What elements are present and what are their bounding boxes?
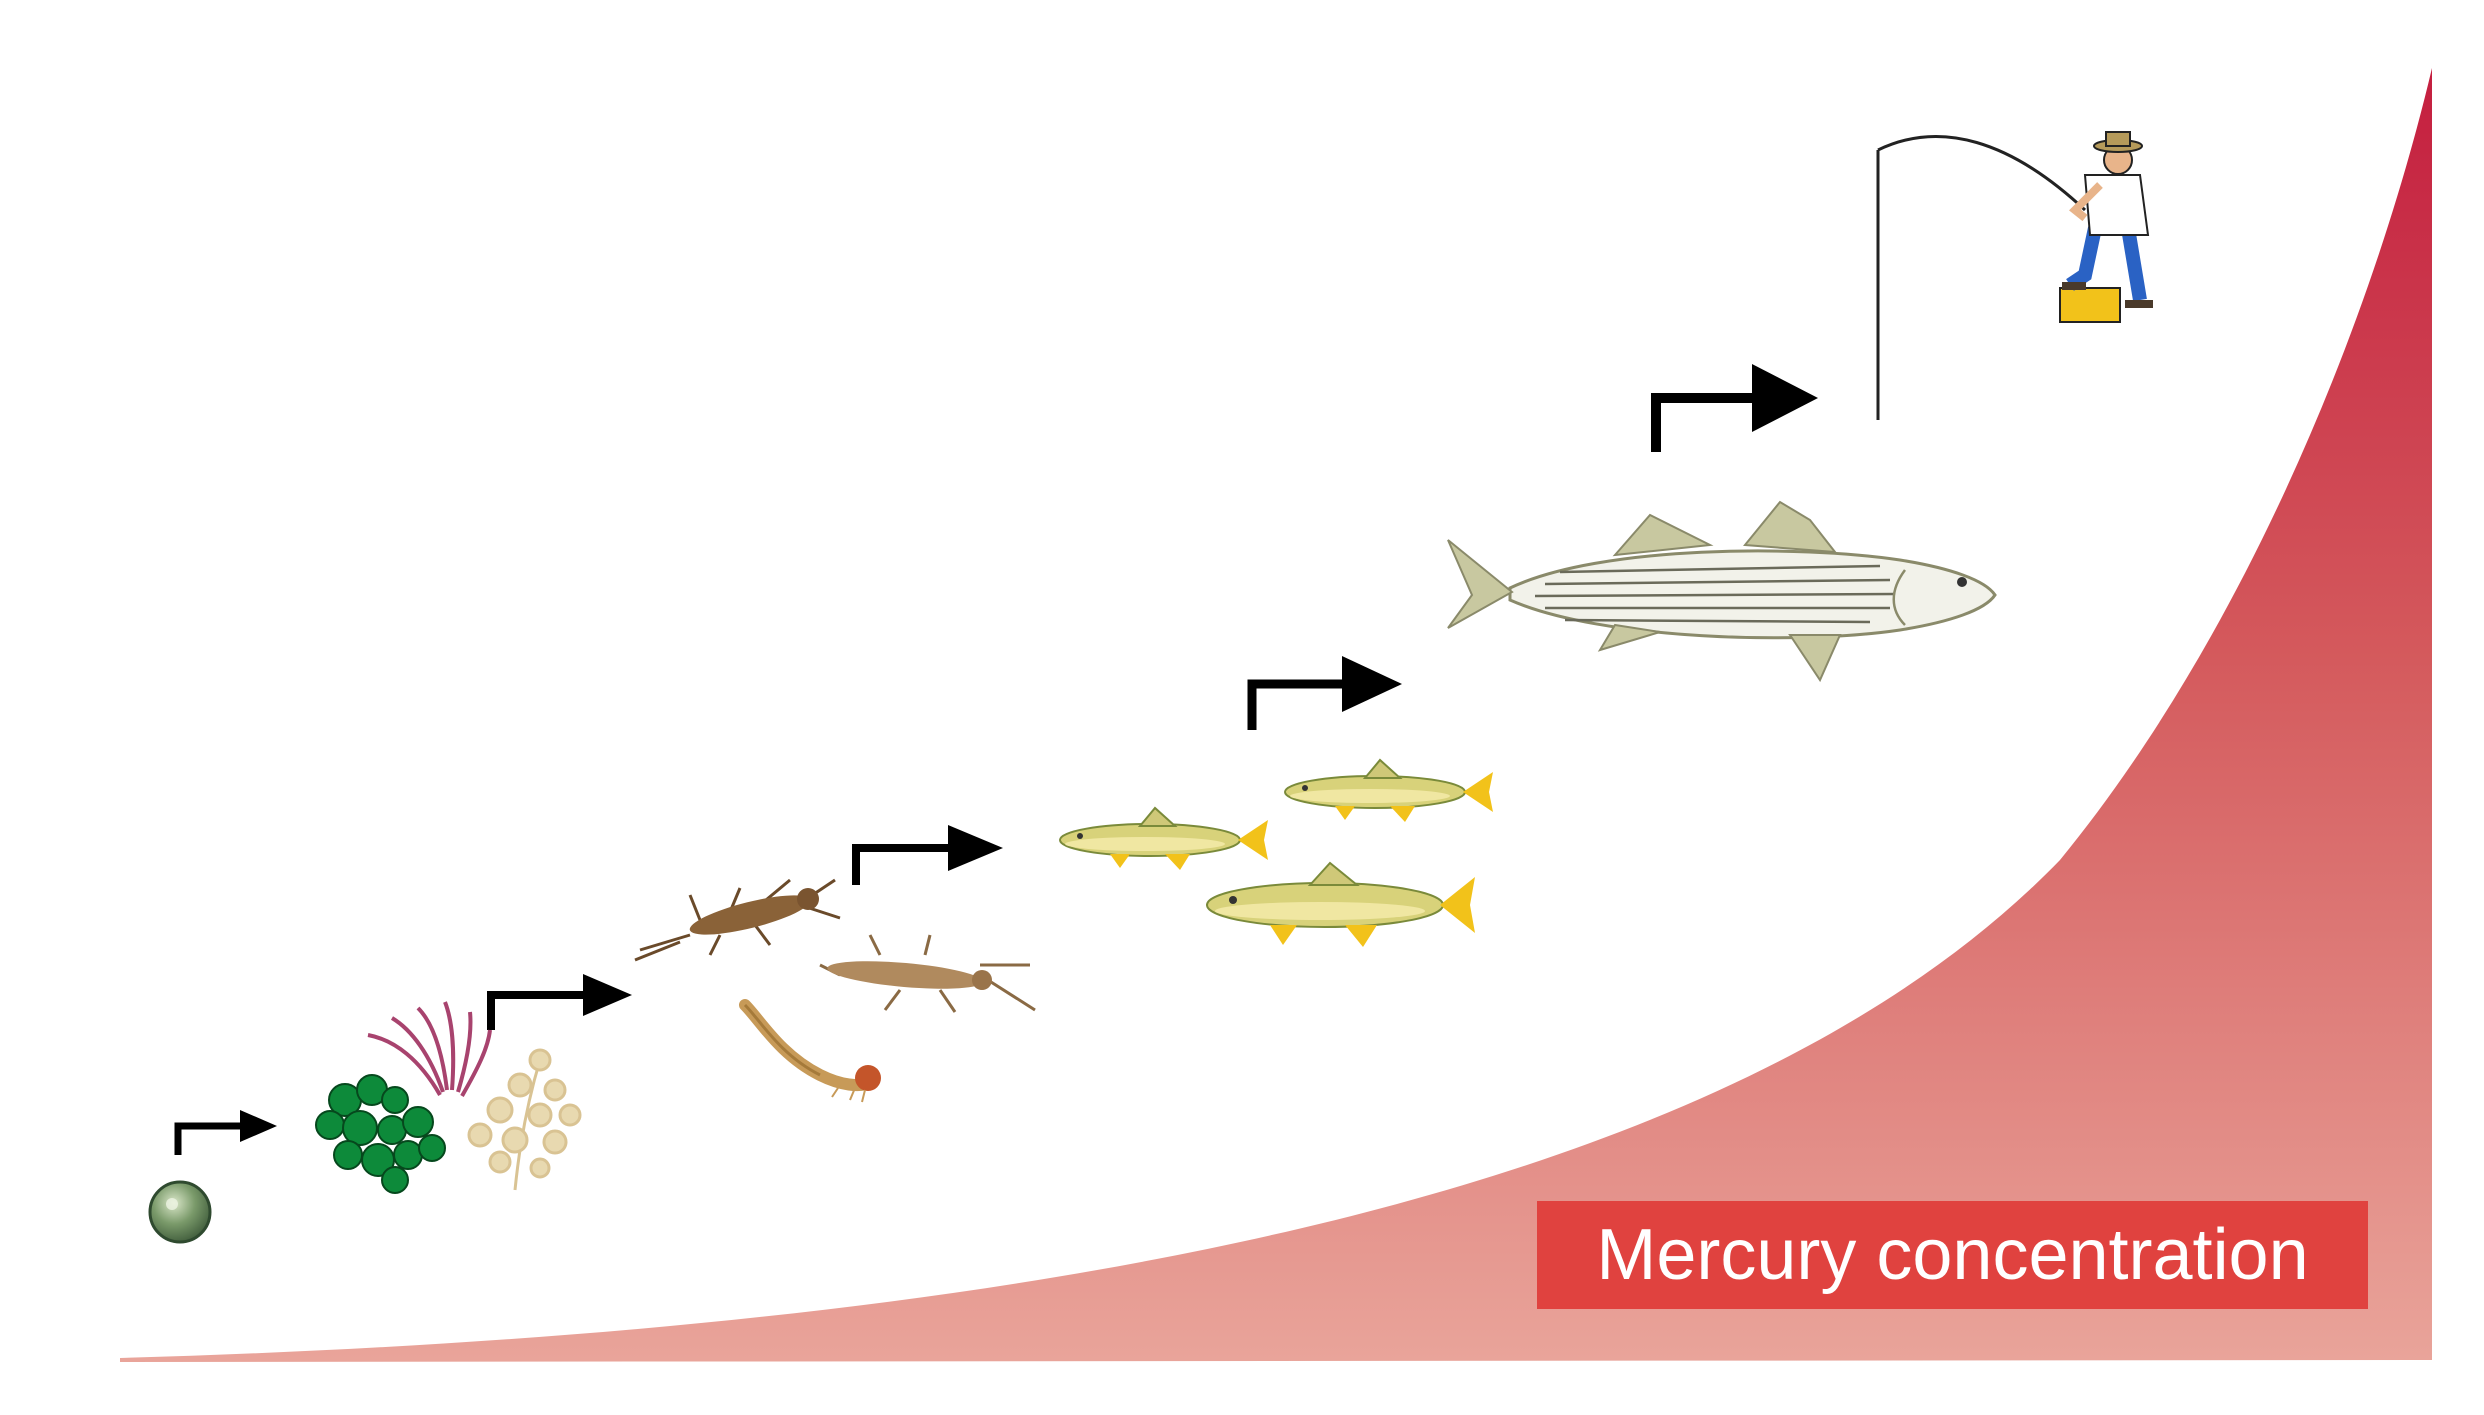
algae-plants-icon — [316, 1002, 580, 1193]
arrow-1 — [178, 1110, 277, 1155]
small-trout-icon — [1060, 760, 1493, 947]
arrow-2 — [491, 974, 632, 1030]
arrow-3 — [856, 825, 1003, 885]
arrow-5 — [1656, 364, 1818, 452]
mercury-concentration-text: Mercury concentration — [1596, 1219, 2308, 1291]
striped-bass-icon — [1448, 502, 1995, 680]
arrow-4 — [1252, 656, 1402, 730]
fisherman-icon — [1878, 132, 2153, 420]
phytoplankton-icon — [150, 1182, 210, 1242]
insect-larvae-icon — [635, 880, 1035, 1102]
mercury-concentration-label: Mercury concentration — [1537, 1201, 2368, 1309]
